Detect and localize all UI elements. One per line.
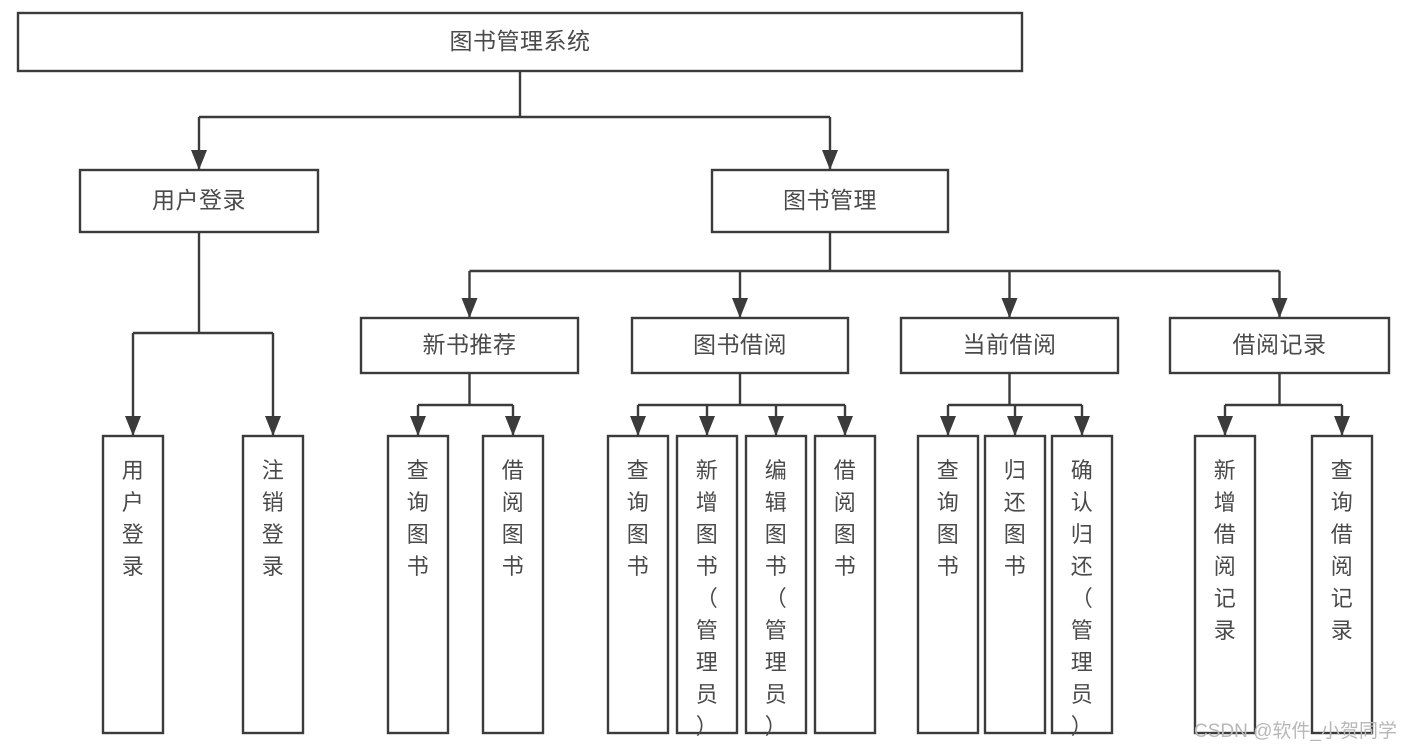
node-rect (710, 168, 950, 234)
node-label: 新增借阅记录 (1214, 458, 1237, 643)
nodes-layer: 图书管理系统用户登录图书管理新书推荐图书借阅当前借阅借阅记录用户登录注销登录查询… (16, 11, 1391, 739)
arrow-head-icon (125, 416, 141, 436)
node-label: 借阅图书 (502, 458, 525, 579)
node-submodule-book-borrow[interactable]: 图书借阅 (630, 316, 850, 375)
node-rect (983, 434, 1047, 735)
node-rect (675, 434, 739, 735)
node-label: 用户登录 (122, 458, 145, 579)
node-leaf-leaf-query-book-current[interactable]: 查询图书 (916, 434, 980, 735)
node-module-book-management[interactable]: 图书管理 (710, 168, 950, 234)
node-submodule-borrow-record[interactable]: 借阅记录 (1168, 316, 1391, 375)
node-rect (101, 434, 165, 735)
node-leaf-leaf-add-book[interactable]: 新增图书（管理员） (675, 434, 739, 739)
arrow-head-icon (1074, 416, 1090, 436)
node-label: 借阅记录 (1233, 332, 1327, 358)
node-label: 编辑图书（管理员） (765, 458, 788, 739)
node-rect (630, 316, 850, 375)
node-leaf-leaf-user-login[interactable]: 用户登录 (101, 434, 165, 735)
node-rect (813, 434, 877, 735)
arrow-head-icon (732, 298, 748, 318)
arrow-head-icon (822, 150, 838, 170)
arrow-head-icon (505, 416, 521, 436)
arrow-head-icon (768, 416, 784, 436)
node-rect (241, 434, 305, 735)
node-label: 用户登录 (152, 187, 246, 213)
node-label: 归还图书 (1004, 458, 1027, 579)
arrow-head-icon (1334, 416, 1350, 436)
node-label: 新增图书（管理员） (696, 458, 719, 739)
arrow-head-icon (837, 416, 853, 436)
node-label: 查询图书 (937, 458, 960, 579)
node-rect (1050, 434, 1114, 735)
node-label: 注销登录 (262, 458, 285, 579)
node-rect (1193, 434, 1257, 735)
node-leaf-leaf-query-book-borrow[interactable]: 查询图书 (606, 434, 670, 735)
node-leaf-leaf-query-borrow-record[interactable]: 查询借阅记录 (1310, 434, 1374, 735)
node-rect (359, 316, 580, 375)
node-module-user-login[interactable]: 用户登录 (78, 168, 320, 234)
arrow-head-icon (461, 298, 478, 318)
arrow-head-icon (1001, 298, 1018, 318)
node-rect (386, 434, 450, 735)
node-submodule-current-borrow[interactable]: 当前借阅 (899, 316, 1120, 375)
node-leaf-leaf-borrow-book[interactable]: 借阅图书 (813, 434, 877, 735)
node-label: 借阅图书 (834, 458, 857, 579)
node-rect (1168, 316, 1391, 375)
arrow-head-icon (1007, 416, 1023, 436)
node-label: 图书借阅 (693, 332, 787, 358)
node-rect (744, 434, 808, 735)
arrow-head-icon (265, 416, 281, 436)
node-rect (16, 11, 1024, 73)
node-label: 图书管理 (783, 187, 877, 213)
node-label: 查询图书 (627, 458, 650, 579)
node-label: 查询借阅记录 (1331, 458, 1354, 643)
node-rect (481, 434, 545, 735)
arrow-head-icon (699, 416, 715, 436)
node-leaf-leaf-borrow-book-recommend[interactable]: 借阅图书 (481, 434, 545, 735)
node-rect (899, 316, 1120, 375)
node-rect (1310, 434, 1374, 735)
node-label: 新书推荐 (423, 332, 517, 358)
node-leaf-leaf-edit-book[interactable]: 编辑图书（管理员） (744, 434, 808, 739)
node-rect (78, 168, 320, 234)
arrow-head-icon (1271, 298, 1288, 318)
node-leaf-leaf-return-book[interactable]: 归还图书 (983, 434, 1047, 735)
arrow-head-icon (940, 416, 956, 436)
connectors-layer (125, 71, 1350, 436)
node-rect (916, 434, 980, 735)
node-submodule-new-book-recommend[interactable]: 新书推荐 (359, 316, 580, 375)
arrow-head-icon (1217, 416, 1233, 436)
node-rect (606, 434, 670, 735)
arrow-head-icon (191, 150, 207, 170)
node-label: 查询图书 (407, 458, 430, 579)
csdn-watermark: CSDN @软件_小贺同学 (1194, 721, 1397, 742)
arrow-head-icon (410, 416, 426, 436)
node-label: 当前借阅 (963, 332, 1057, 358)
node-leaf-leaf-add-borrow-record[interactable]: 新增借阅记录 (1193, 434, 1257, 735)
node-root-root[interactable]: 图书管理系统 (16, 11, 1024, 73)
node-label: 确认归还（管理员） (1071, 458, 1094, 739)
arrow-head-icon (630, 416, 646, 436)
node-leaf-leaf-confirm-return[interactable]: 确认归还（管理员） (1050, 434, 1114, 739)
node-leaf-leaf-logout[interactable]: 注销登录 (241, 434, 305, 735)
node-label: 图书管理系统 (450, 28, 591, 54)
node-leaf-leaf-query-book-recommend[interactable]: 查询图书 (386, 434, 450, 735)
